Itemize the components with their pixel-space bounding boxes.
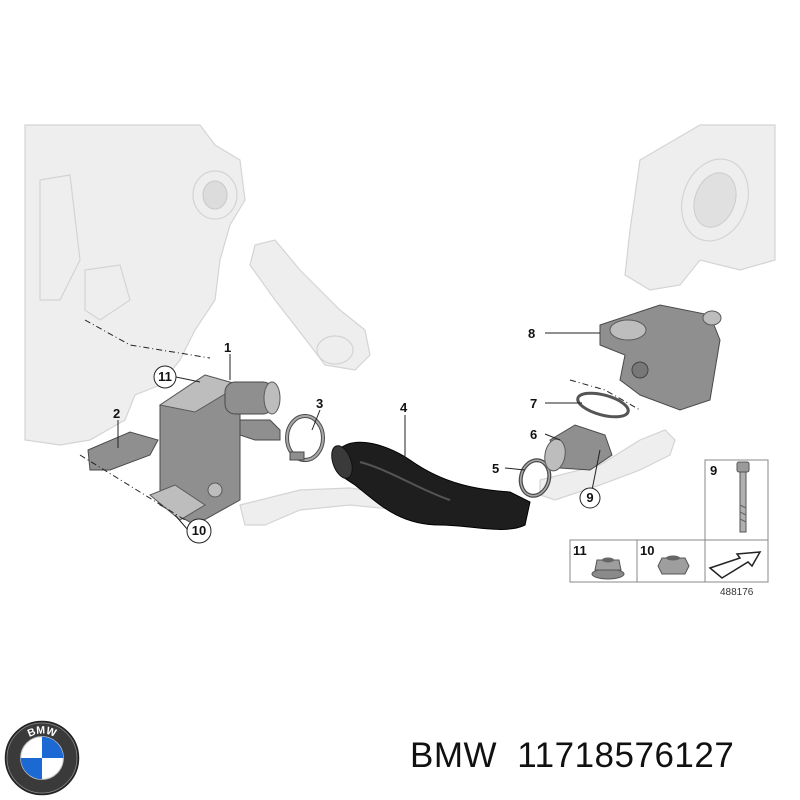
svg-text:10: 10	[192, 523, 206, 538]
hex-nut-icon-10	[657, 555, 690, 575]
part-number: 11718576127	[517, 736, 735, 775]
callout-4: 4	[400, 400, 408, 415]
centerline-bracket	[79, 454, 186, 521]
bolt-icon	[736, 461, 750, 533]
brand-part-number: BMW 11718576127	[410, 736, 734, 776]
centerline-left	[84, 319, 211, 359]
callout-8: 8	[528, 326, 535, 341]
bracket	[87, 431, 159, 471]
hose-clamp	[518, 458, 552, 498]
clamp	[285, 414, 325, 462]
engine-block-ghost	[24, 124, 246, 446]
arrow-icon	[708, 551, 762, 579]
leader-lines	[117, 332, 601, 531]
lower-pipe-right-ghost	[539, 429, 676, 501]
hardware-legend: 9 11 10 488176	[569, 459, 769, 598]
callout-6: 6	[530, 427, 537, 442]
callout-11: 11	[153, 365, 177, 389]
turbo-ghost	[624, 124, 776, 291]
connector-pipe	[544, 424, 613, 472]
lower-pipe-left-ghost	[239, 487, 401, 526]
callout-5: 5	[492, 461, 499, 476]
brand-name: BMW	[410, 736, 498, 775]
egr-valve	[599, 304, 722, 411]
callout-3: 3	[316, 396, 323, 411]
hose	[331, 441, 531, 530]
callout-7: 7	[530, 396, 537, 411]
callout-10: 10	[186, 518, 212, 544]
callout-1: 1	[224, 340, 231, 355]
svg-text:9: 9	[586, 490, 593, 505]
legend-label-9: 9	[710, 463, 717, 478]
legend-label-11: 11	[573, 543, 587, 558]
callout-9: 9	[579, 487, 601, 509]
callout-2: 2	[113, 406, 120, 421]
flange-nut-icon-11	[591, 557, 625, 580]
egr-cooler	[149, 374, 281, 526]
diagram-id: 488176	[720, 587, 754, 598]
gasket	[576, 391, 630, 419]
legend-label-10: 10	[640, 543, 654, 558]
upper-pipe-ghost	[249, 239, 371, 371]
bmw-logo-icon: BMW	[4, 720, 80, 796]
svg-text:11: 11	[158, 369, 172, 384]
